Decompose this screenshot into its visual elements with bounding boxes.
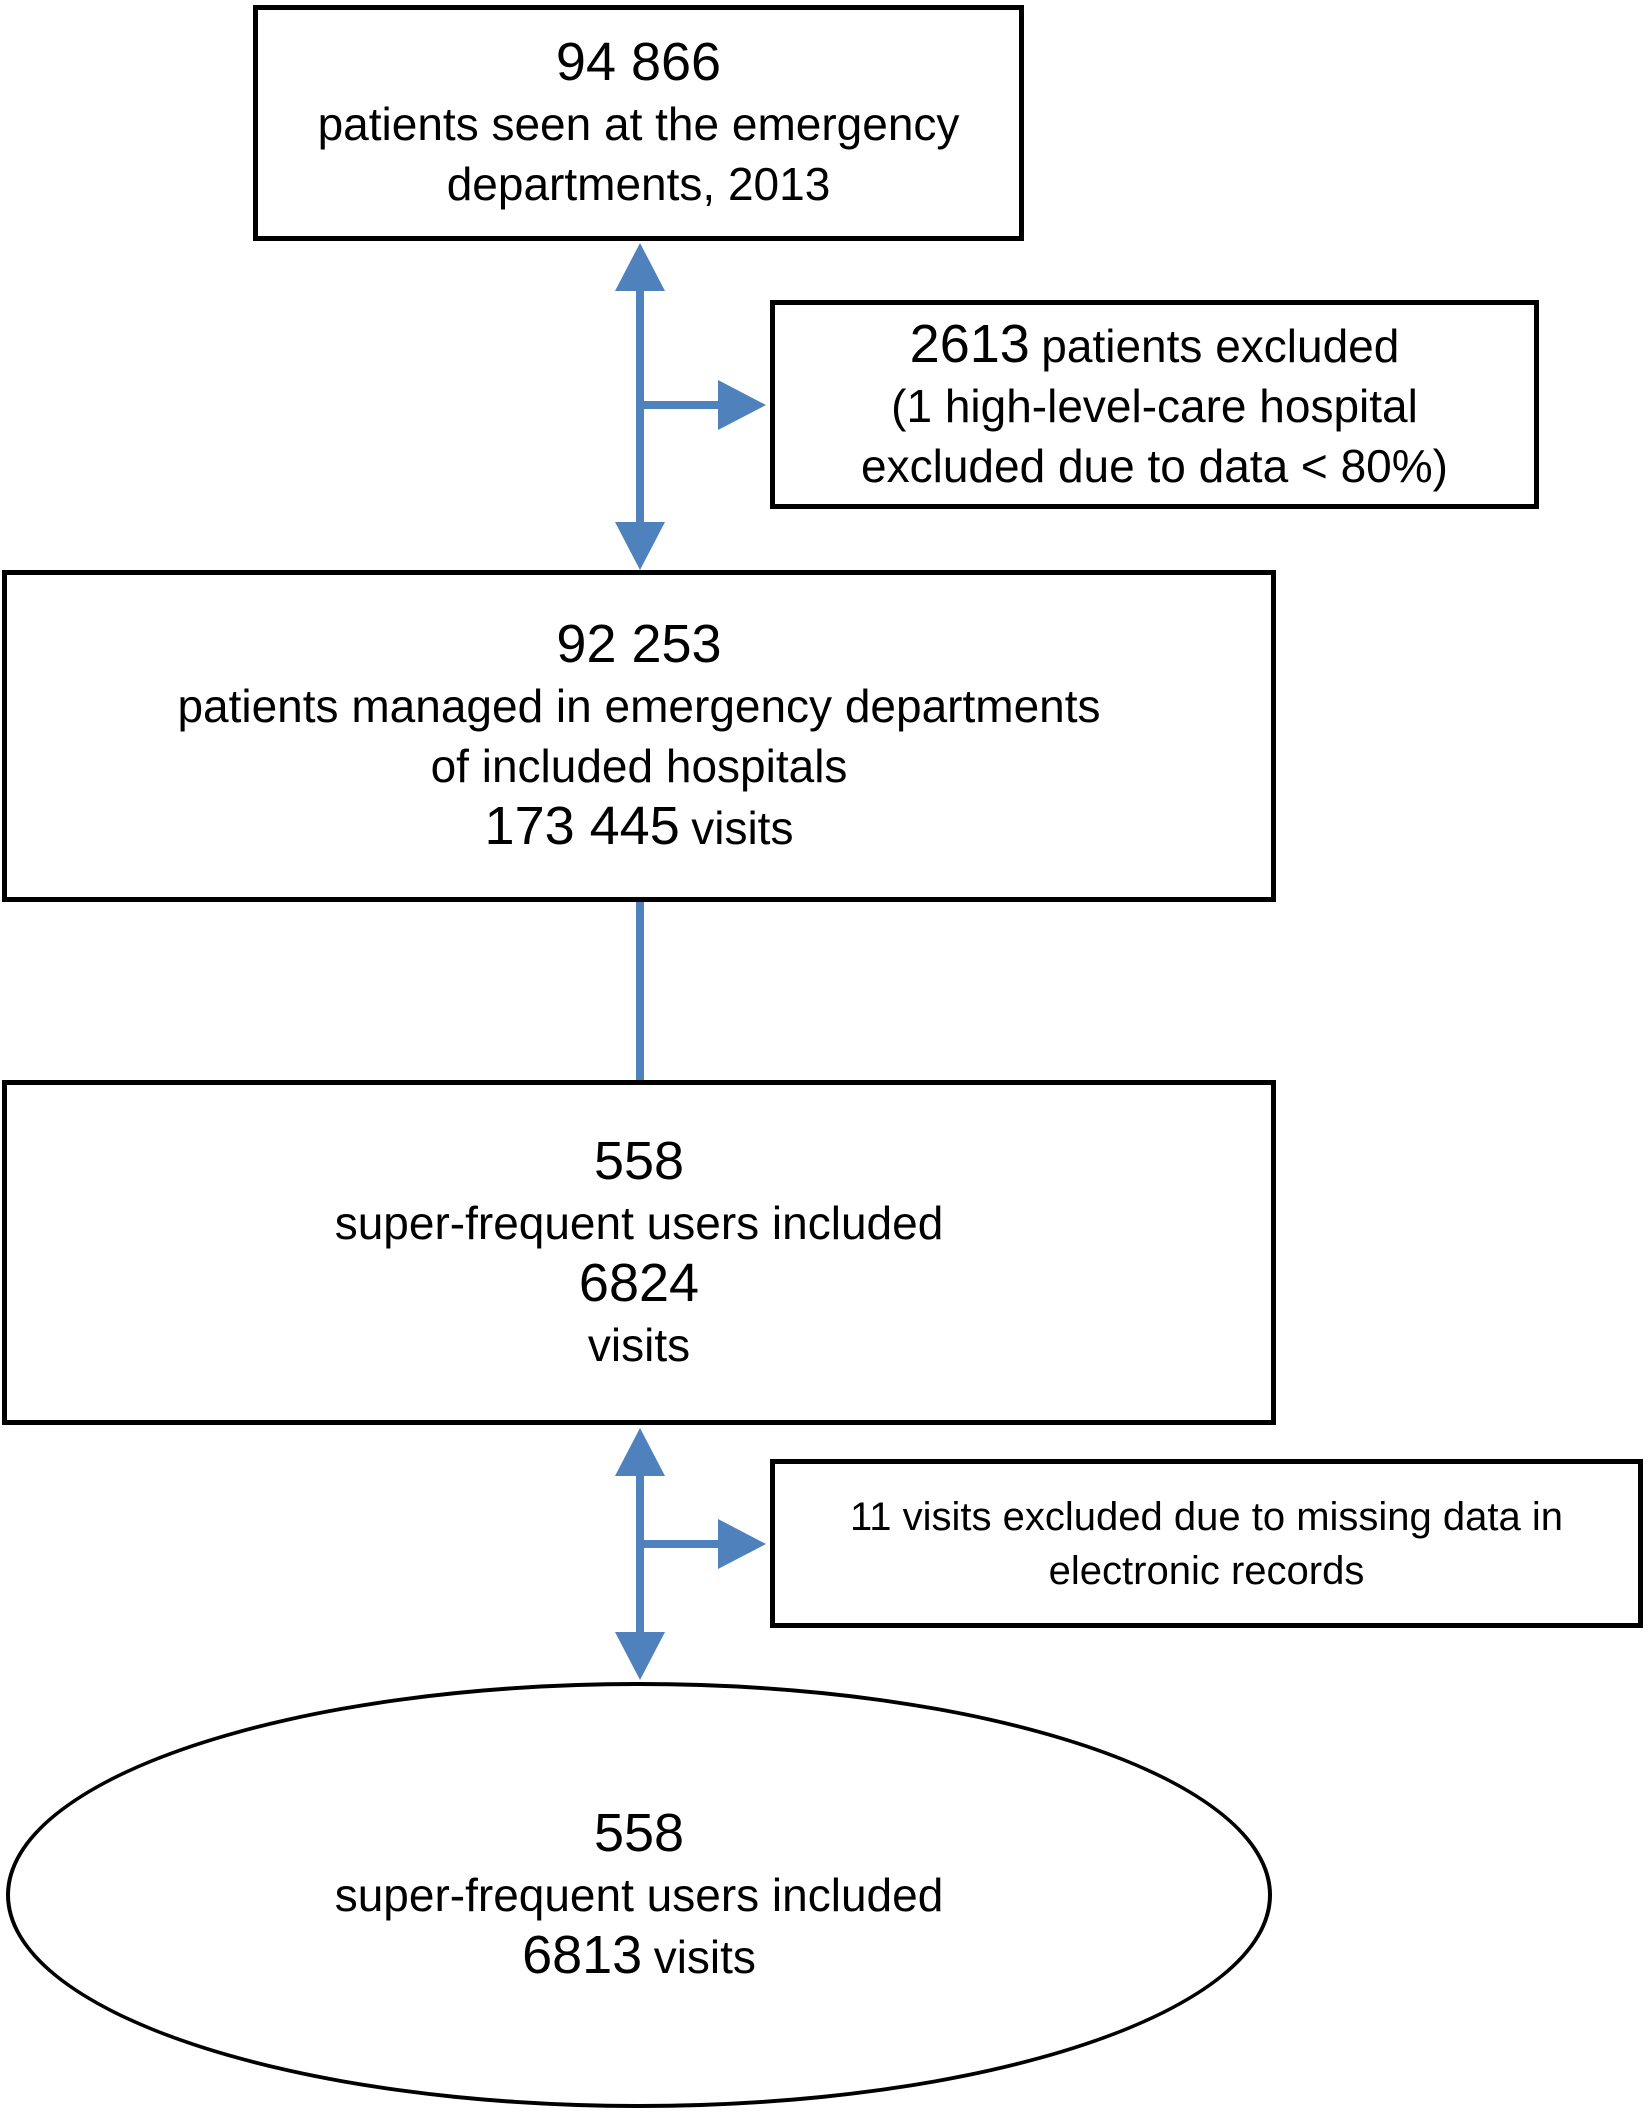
- exclusion1-line3: excluded due to data < 80%): [861, 439, 1448, 492]
- box2-number: 92 253: [556, 614, 722, 674]
- arrowhead-up-into-box1: [615, 243, 665, 291]
- exclusion1-line1-text: patients excluded: [1041, 319, 1400, 372]
- exclusion1-line2: (1 high-level-care hospital: [891, 379, 1418, 432]
- arrowhead-down-into-box2: [615, 522, 665, 570]
- ellipse-text-line1: super-frequent users included: [334, 1869, 944, 1921]
- exclusion-box-visits-excluded: 11 visits excluded due to missing data i…: [770, 1459, 1643, 1628]
- connector-box1-box2: [615, 243, 766, 570]
- arrowhead-down-into-ellipse: [615, 1632, 665, 1680]
- ellipse-number-line: 558: [594, 1803, 684, 1865]
- box3-text-line1: super-frequent users included: [334, 1196, 944, 1249]
- box3-number-line: 558: [594, 1131, 684, 1193]
- box1-number-line: 94 866: [556, 32, 721, 94]
- connector-box3-ellipse: [615, 1428, 766, 1680]
- ellipse-visits-number: 6813: [522, 1925, 643, 1985]
- arrowhead-right-into-exclusion1: [718, 380, 766, 430]
- box2-visits-label: visits: [691, 802, 794, 854]
- box1-text-line2: departments, 2013: [446, 158, 831, 210]
- box1-text-line1: patients seen at the emergency: [317, 98, 960, 150]
- ellipse-visits-label: visits: [653, 1931, 756, 1983]
- exclusion1-number: 2613: [909, 313, 1030, 374]
- box-patients-seen-2013: 94 866 patients seen at the emergency de…: [253, 5, 1024, 241]
- box1-number: 94 866: [555, 32, 722, 92]
- box-super-frequent-users-included: 558 super-frequent users included 6824 v…: [2, 1080, 1276, 1425]
- arrowhead-up-into-box3: [615, 1428, 665, 1476]
- ellipse-number: 558: [593, 1803, 685, 1863]
- box3-visits-label-line: visits: [587, 1318, 691, 1371]
- box-patients-managed: 92 253 patients managed in emergency dep…: [2, 570, 1276, 902]
- box3-visits-number: 6824: [578, 1252, 700, 1313]
- box2-number-line: 92 253: [556, 614, 721, 676]
- box2-text-line1: patients managed in emergency department…: [177, 680, 1101, 732]
- box2-text-line2: of included hospitals: [430, 740, 848, 792]
- box3-number: 558: [593, 1130, 685, 1191]
- box3-visits-number-line: 6824: [579, 1253, 699, 1315]
- arrowhead-right-into-exclusion2: [718, 1519, 766, 1569]
- exclusion2-line1: 11 visits excluded due to missing data i…: [850, 1494, 1563, 1539]
- box2-visits-number: 173 445: [484, 796, 680, 856]
- exclusion2-line2: electronic records: [1048, 1548, 1365, 1593]
